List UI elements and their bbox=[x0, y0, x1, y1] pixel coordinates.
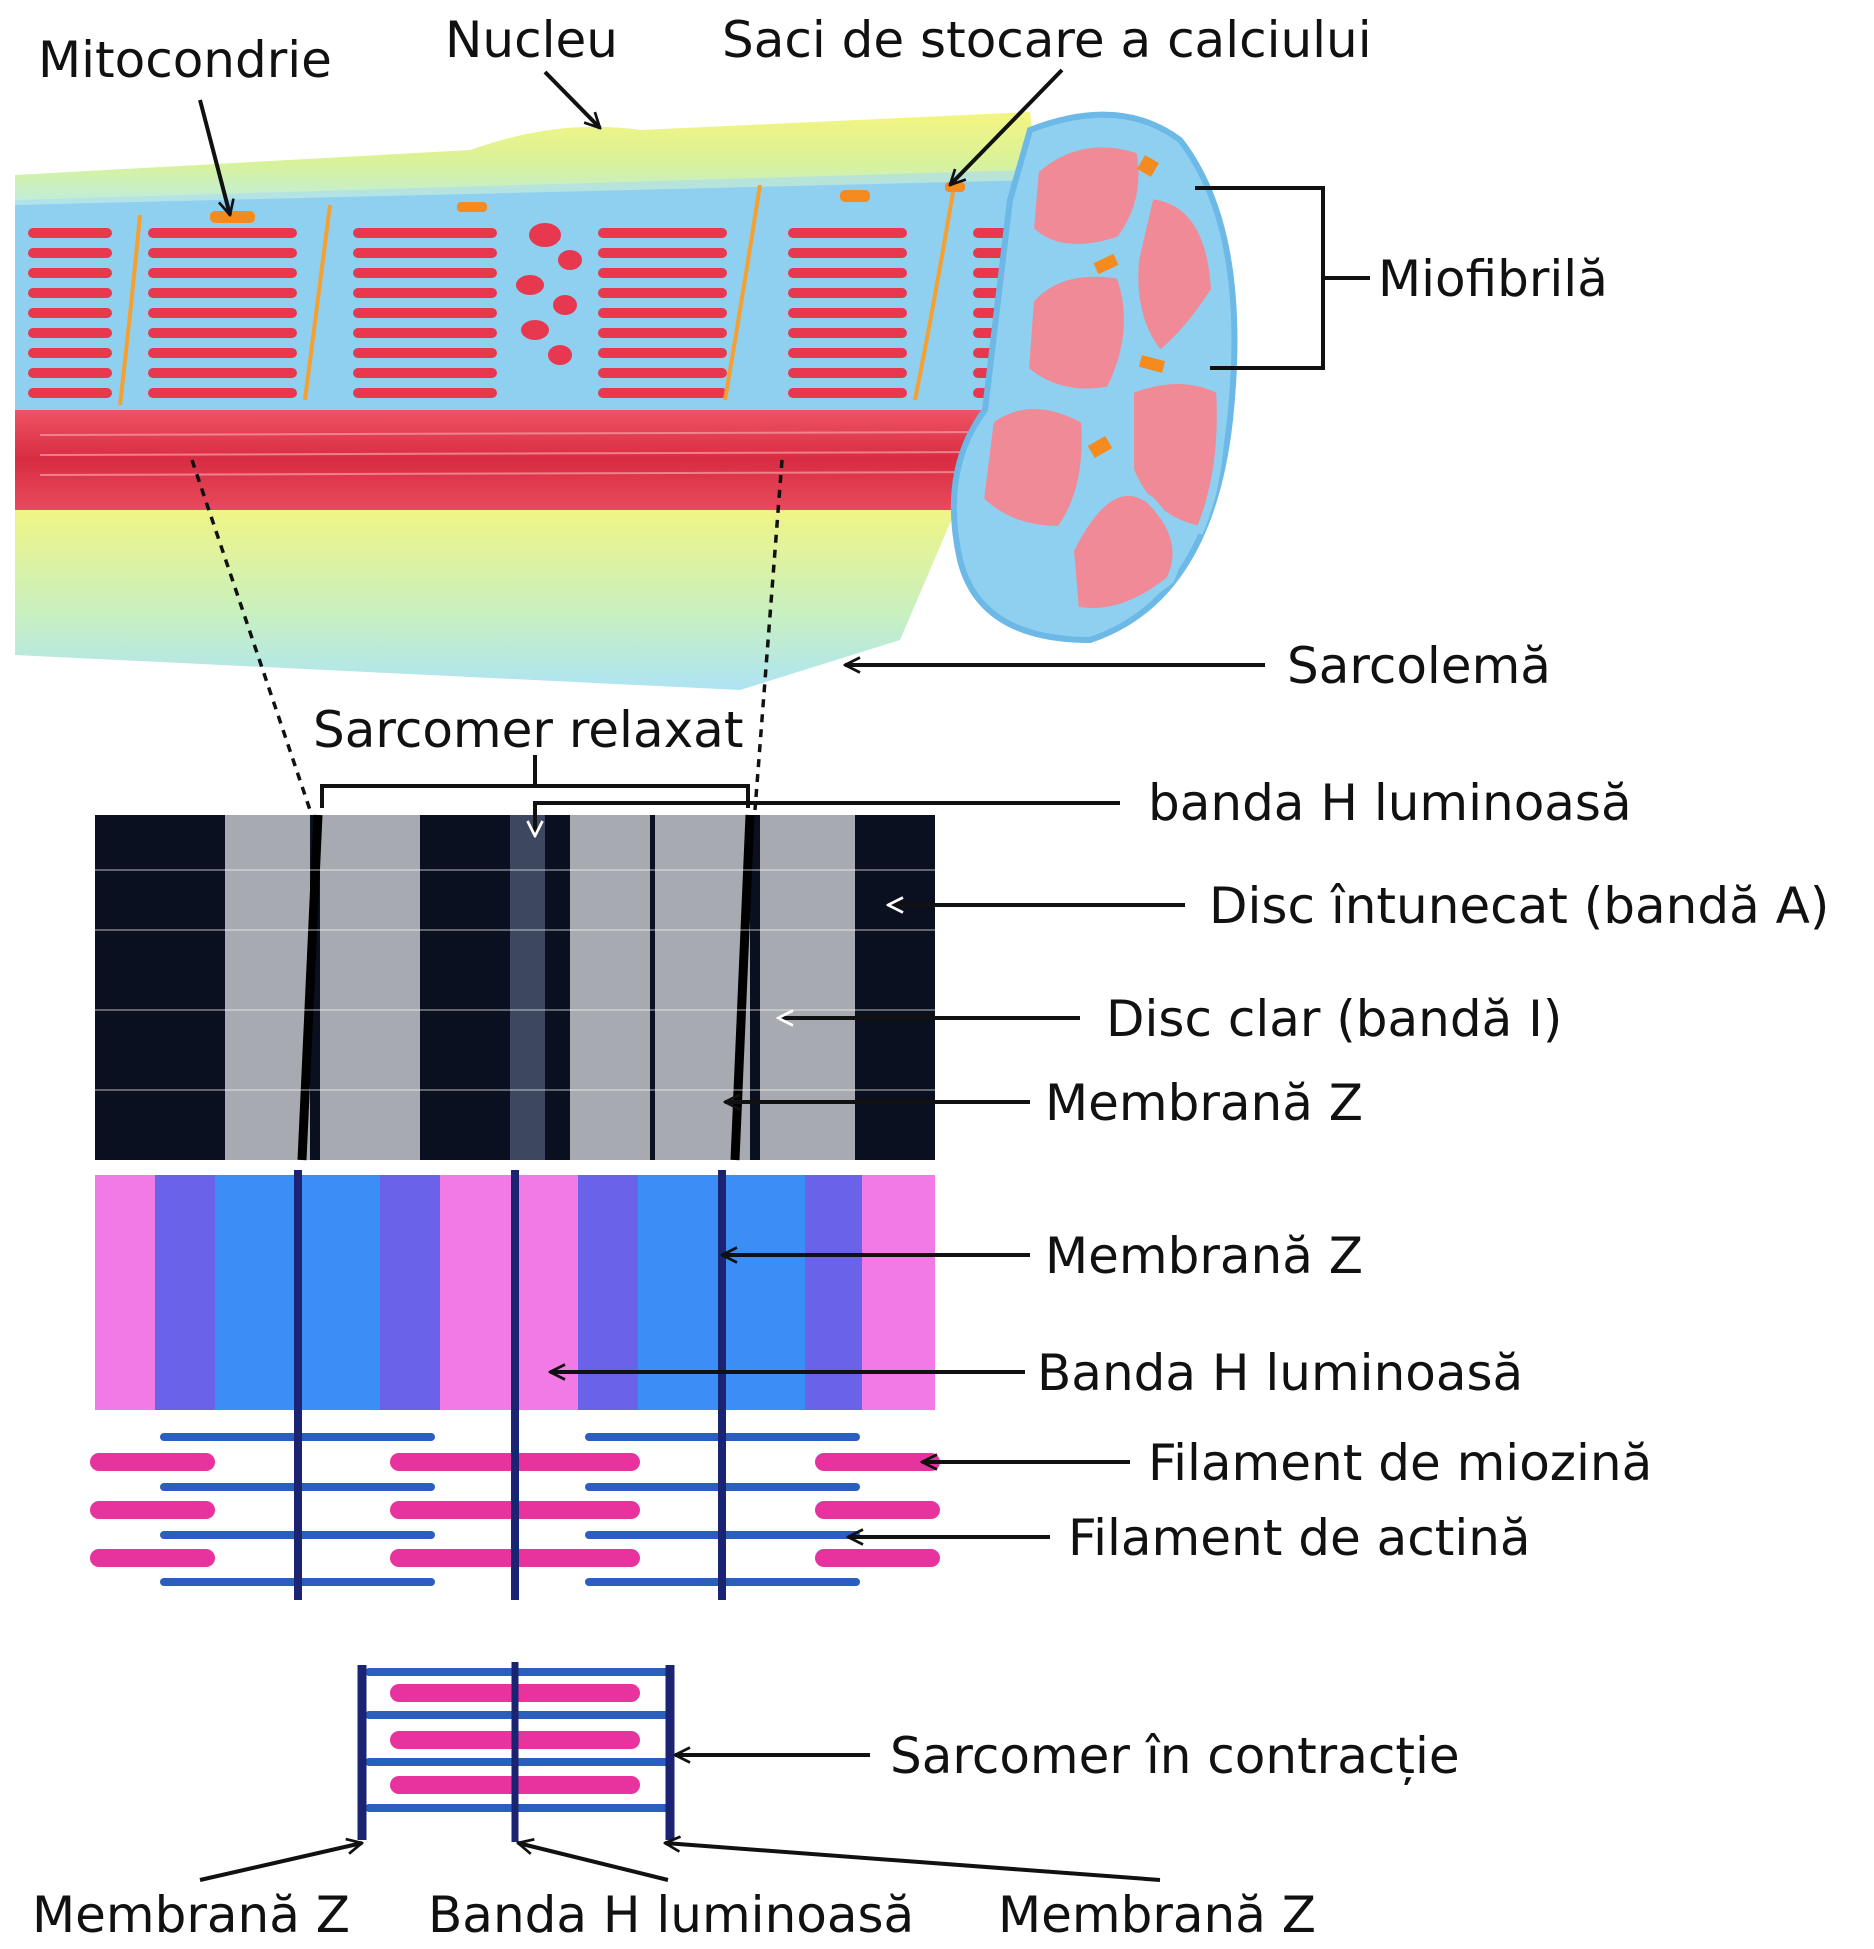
myofibril-stripe bbox=[148, 228, 297, 238]
myofibril-stripe bbox=[788, 288, 907, 298]
myofibril-stripe bbox=[28, 328, 112, 338]
myofibril-stripe bbox=[598, 288, 727, 298]
sarcomere-band bbox=[380, 1175, 440, 1410]
myofibril-stripe bbox=[598, 308, 727, 318]
myofibril-stripe bbox=[788, 248, 907, 258]
myofibril-stripe bbox=[148, 328, 297, 338]
myofibril-stripes bbox=[28, 228, 1022, 398]
myofibril-stripe bbox=[148, 288, 297, 298]
myofibril-stripe bbox=[28, 308, 112, 318]
myofibril-stripe bbox=[788, 268, 907, 278]
myofibril-stripe bbox=[353, 288, 497, 298]
myofibril-stripe bbox=[788, 368, 907, 378]
leader-lines bbox=[198, 68, 1265, 1882]
myofibril-stripe bbox=[788, 388, 907, 398]
label-h-band-bottom: Banda H luminoasă bbox=[428, 1886, 914, 1944]
myofibril-stripe bbox=[598, 388, 727, 398]
myofibril-stripe bbox=[28, 288, 112, 298]
myofibril-stripe bbox=[28, 368, 112, 378]
myofibril-stripe bbox=[598, 328, 727, 338]
light-disc-bands bbox=[225, 815, 855, 1160]
cross-section bbox=[950, 111, 1238, 644]
t-tubules bbox=[118, 179, 957, 406]
myofibril-stripe bbox=[28, 348, 112, 358]
label-z-membrane-bottom-right: Membrană Z bbox=[998, 1886, 1316, 1944]
myofibril-stripe bbox=[788, 348, 907, 358]
sarcomere-band bbox=[578, 1175, 638, 1410]
label-h-band-diagram: Banda H luminoasă bbox=[1037, 1344, 1523, 1402]
myosin-filament bbox=[815, 1453, 940, 1471]
myofibril-stripe bbox=[353, 368, 497, 378]
contracted-sarcomere bbox=[357, 1662, 675, 1842]
myofibril-stripe bbox=[598, 228, 727, 238]
myofibril-stripe bbox=[788, 308, 907, 318]
myofibril-stripe bbox=[148, 308, 297, 318]
myofibril-stripe bbox=[788, 328, 907, 338]
myofibril-stripe bbox=[598, 248, 727, 258]
relaxed-sarcomere-bracket bbox=[320, 755, 750, 808]
sarcomere-band bbox=[440, 1175, 578, 1410]
myofibril-stripe bbox=[788, 228, 907, 238]
sarcolemma-lower bbox=[15, 500, 960, 690]
myofibril-cylinder bbox=[15, 408, 995, 510]
myosin-filament bbox=[815, 1549, 940, 1567]
label-z-membrane-bottom-left: Membrană Z bbox=[32, 1886, 350, 1944]
myofibril-stripe bbox=[353, 228, 497, 238]
label-calcium-sacs: Saci de stocare a calciului bbox=[722, 11, 1372, 69]
myofibril-stripe bbox=[353, 388, 497, 398]
myofibril-bracket bbox=[1195, 186, 1370, 370]
label-myosin-filament: Filament de miozină bbox=[1148, 1434, 1652, 1492]
myofibril-stripe bbox=[353, 308, 497, 318]
labels: Mitocondrie Nucleu Saci de stocare a cal… bbox=[32, 11, 1829, 1944]
label-z-membrane-micrograph: Membrană Z bbox=[1045, 1074, 1363, 1132]
label-contracting-sarcomere: Sarcomer în contracție bbox=[890, 1727, 1460, 1785]
myofibril-stripe bbox=[28, 388, 112, 398]
label-sarcolemma: Sarcolemă bbox=[1287, 637, 1551, 695]
nucleus bbox=[512, 219, 586, 369]
label-light-disc: Disc clar (bandă I) bbox=[1106, 990, 1562, 1048]
label-myofibril: Miofibrilă bbox=[1378, 250, 1608, 308]
label-relaxed-sarcomere: Sarcomer relaxat bbox=[313, 701, 743, 759]
myosin-filament bbox=[90, 1501, 215, 1519]
myofibril-stripe bbox=[353, 328, 497, 338]
sarcomere-band bbox=[862, 1175, 935, 1410]
cross-section-calcium bbox=[1087, 155, 1166, 459]
muscle-fiber-illustration bbox=[15, 111, 1238, 690]
myofibril-bundles bbox=[975, 139, 1225, 616]
label-h-band-top: banda H luminoasă bbox=[1148, 774, 1632, 832]
myosin-filament bbox=[815, 1501, 940, 1519]
myofibril-stripe bbox=[148, 248, 297, 258]
myofibril-stripe bbox=[353, 248, 497, 258]
myofibril-stripe bbox=[598, 368, 727, 378]
sarcomere-band bbox=[155, 1175, 215, 1410]
myofibril-stripe bbox=[353, 268, 497, 278]
filament-schematic bbox=[90, 1170, 940, 1600]
label-z-membrane-diagram: Membrană Z bbox=[1045, 1227, 1363, 1285]
myofibril-stripe bbox=[28, 228, 112, 238]
label-dark-disc: Disc întunecat (bandă A) bbox=[1209, 877, 1829, 935]
myofibril-stripe bbox=[148, 348, 297, 358]
label-actin-filament: Filament de actină bbox=[1068, 1509, 1531, 1567]
myofibril-stripe bbox=[598, 348, 727, 358]
sarcomere-band bbox=[805, 1175, 862, 1410]
label-mitochondria: Mitocondrie bbox=[38, 31, 332, 89]
myofibril-stripe bbox=[148, 368, 297, 378]
myofibril-stripe bbox=[28, 268, 112, 278]
myosin-filament bbox=[90, 1453, 215, 1471]
myofibril-stripe bbox=[148, 268, 297, 278]
myofibril-stripe bbox=[28, 248, 112, 258]
sarcomere-band bbox=[95, 1175, 155, 1410]
myofibril-stripe bbox=[598, 268, 727, 278]
myofibril-stripe bbox=[148, 388, 297, 398]
label-nucleus: Nucleu bbox=[445, 11, 618, 69]
projection-lines bbox=[190, 459, 784, 811]
myofibril-stripe bbox=[353, 348, 497, 358]
sarcomere-micrograph bbox=[95, 814, 935, 1161]
myosin-filament bbox=[90, 1549, 215, 1567]
